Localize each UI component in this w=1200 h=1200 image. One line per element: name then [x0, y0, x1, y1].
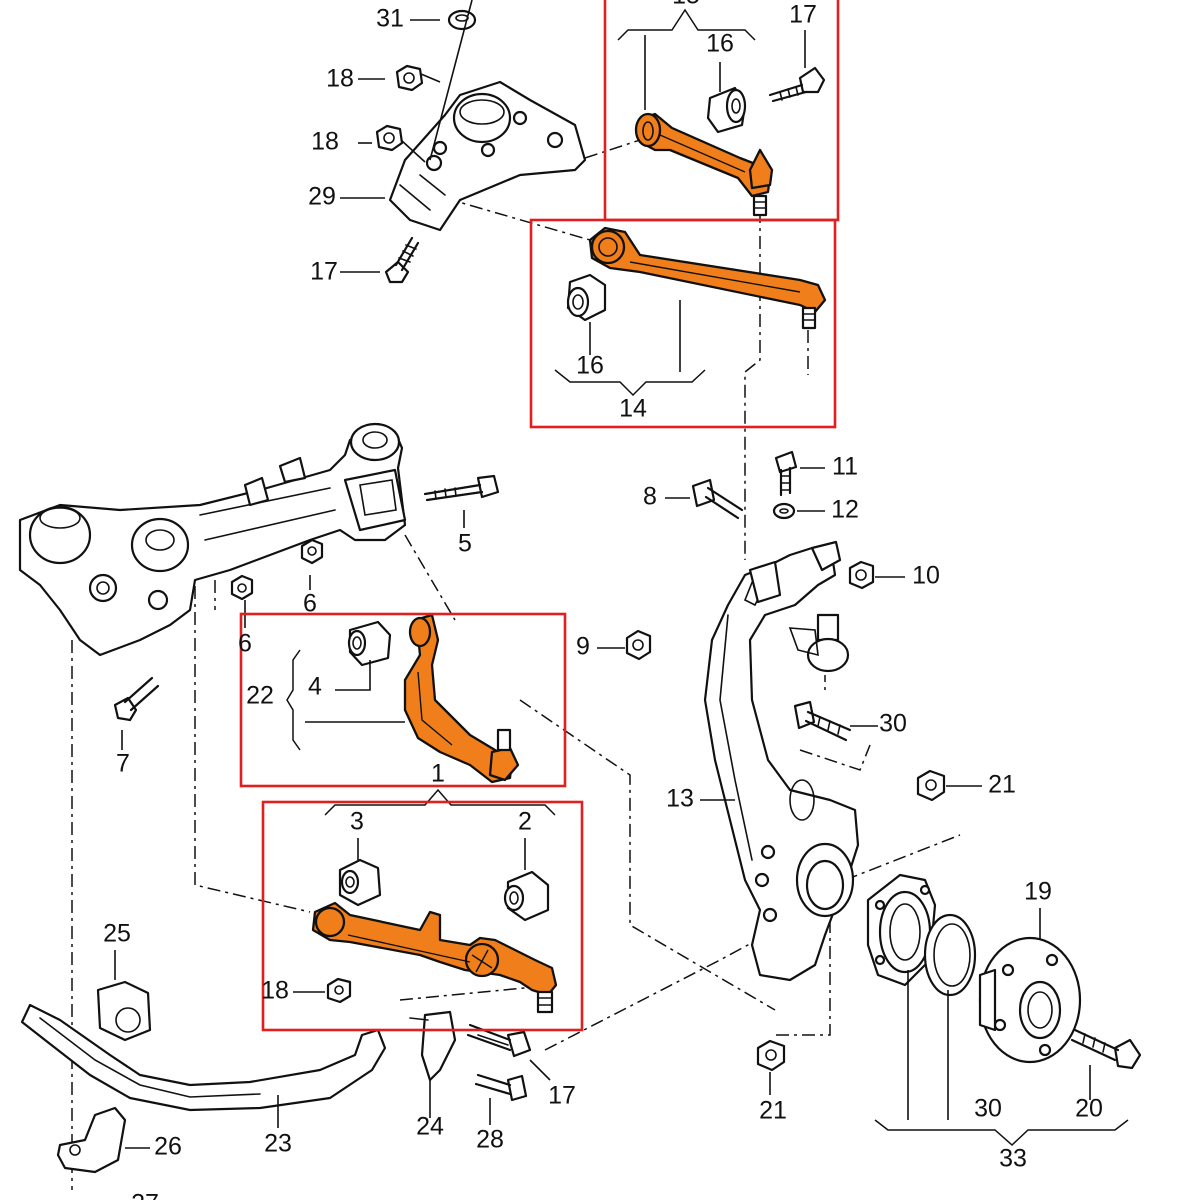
callout-23: 23: [264, 1130, 292, 1158]
callout-5: 5: [458, 530, 472, 558]
callout-4: 4: [308, 673, 322, 701]
callout-7: 7: [116, 750, 130, 778]
callout-13: 13: [666, 785, 694, 813]
nut-6-left: [230, 574, 254, 601]
leader-lines: [114, 19, 1091, 1149]
bolt-5: [423, 474, 500, 502]
nut-10: [848, 560, 875, 590]
washer-12: [772, 502, 796, 520]
callout-labels: 31 18 18 29 17 15 16 17 16 14 5 6 6 7 22…: [103, 0, 1103, 1200]
callout-27: 27: [131, 1190, 159, 1200]
link-24: [409, 1010, 509, 1082]
callout-30-lower: 30: [974, 1095, 1002, 1123]
highlight-frames: [239, 0, 840, 1032]
bolt-17-right: [768, 66, 826, 103]
callout-18-lower: 18: [261, 977, 289, 1005]
stabilizer-bushing-25: [96, 980, 152, 1042]
callout-22: 22: [246, 682, 274, 710]
wheel-bearing-housing: [866, 873, 937, 987]
callout-21-lower: 21: [759, 1097, 787, 1125]
upper-mount-bracket: [388, 80, 587, 232]
brackets: [286, 8, 1129, 1147]
bushing-16-lower: [566, 273, 607, 322]
washer-31: [429, 0, 477, 161]
callout-20: 20: [1075, 1095, 1103, 1123]
bolt-20: [1070, 1028, 1142, 1070]
callout-9: 9: [576, 633, 590, 661]
bushing-4: [347, 620, 392, 667]
clamp-26: [56, 1106, 127, 1174]
frame-upper-arm-14: [529, 218, 837, 429]
nut-9: [625, 629, 652, 661]
callout-21-upper: 21: [988, 771, 1016, 799]
callout-25: 25: [103, 920, 131, 948]
bolt-11: [774, 450, 798, 497]
upper-control-arm-14: [588, 226, 827, 330]
ball-joint: [788, 613, 850, 673]
callout-1: 1: [431, 760, 445, 788]
callout-16-upper: 16: [706, 30, 734, 58]
snap-ring: [923, 913, 977, 997]
wheel-hub-19: [978, 936, 1082, 1064]
callout-6-left: 6: [238, 630, 252, 658]
frame-lower-arm-22: [239, 612, 567, 788]
callout-11: 11: [832, 453, 858, 481]
nut-21-upper: [916, 769, 946, 802]
bolt-17-left: [384, 236, 420, 284]
nut-18-lower: [326, 977, 352, 1004]
bolt-8: [691, 478, 744, 520]
callout-30-upper: 30: [879, 710, 907, 738]
bolt-28: [474, 1073, 528, 1102]
bushing-16-upper: [706, 86, 747, 134]
callout-6-right: 6: [303, 590, 317, 618]
callout-33: 33: [999, 1145, 1027, 1173]
callout-18-middle: 18: [311, 128, 339, 156]
frame-lower-arm-1: [261, 800, 584, 1032]
nut-6-right: [300, 538, 324, 565]
callout-17-lower: 17: [548, 1082, 576, 1110]
callout-18-upper: 18: [326, 65, 354, 93]
nut-18-middle: [375, 124, 426, 163]
stabilizer-bar: [20, 1003, 387, 1112]
lower-control-arm-1: [311, 901, 558, 1014]
callout-12: 12: [831, 496, 859, 524]
callout-28: 28: [476, 1126, 504, 1154]
lower-control-arm-22: [403, 613, 520, 784]
callout-16-lower: 16: [576, 352, 604, 380]
callout-15: 15: [672, 0, 700, 10]
bolt-17-lower: [466, 1023, 532, 1058]
callout-3: 3: [350, 808, 364, 836]
callout-17-left: 17: [310, 258, 338, 286]
nut-18-upper: [395, 64, 441, 92]
bushing-2: [503, 870, 550, 922]
steering-knuckle-13: [703, 540, 860, 982]
callout-24: 24: [416, 1113, 444, 1141]
callout-17-right: 17: [789, 1, 817, 29]
callout-26: 26: [154, 1133, 182, 1161]
callout-8: 8: [643, 483, 657, 511]
callout-14: 14: [619, 395, 647, 423]
upper-control-arm-15: [634, 112, 774, 217]
callout-19: 19: [1024, 878, 1052, 906]
callout-10: 10: [912, 562, 940, 590]
bushing-3: [338, 858, 382, 907]
callout-2: 2: [518, 808, 532, 836]
subframe: [18, 422, 407, 657]
callout-29: 29: [308, 183, 336, 211]
callout-31: 31: [376, 5, 404, 33]
bolt-30-upper: [793, 700, 852, 742]
nut-21-lower: [756, 1039, 786, 1072]
bolt-7: [113, 676, 160, 722]
